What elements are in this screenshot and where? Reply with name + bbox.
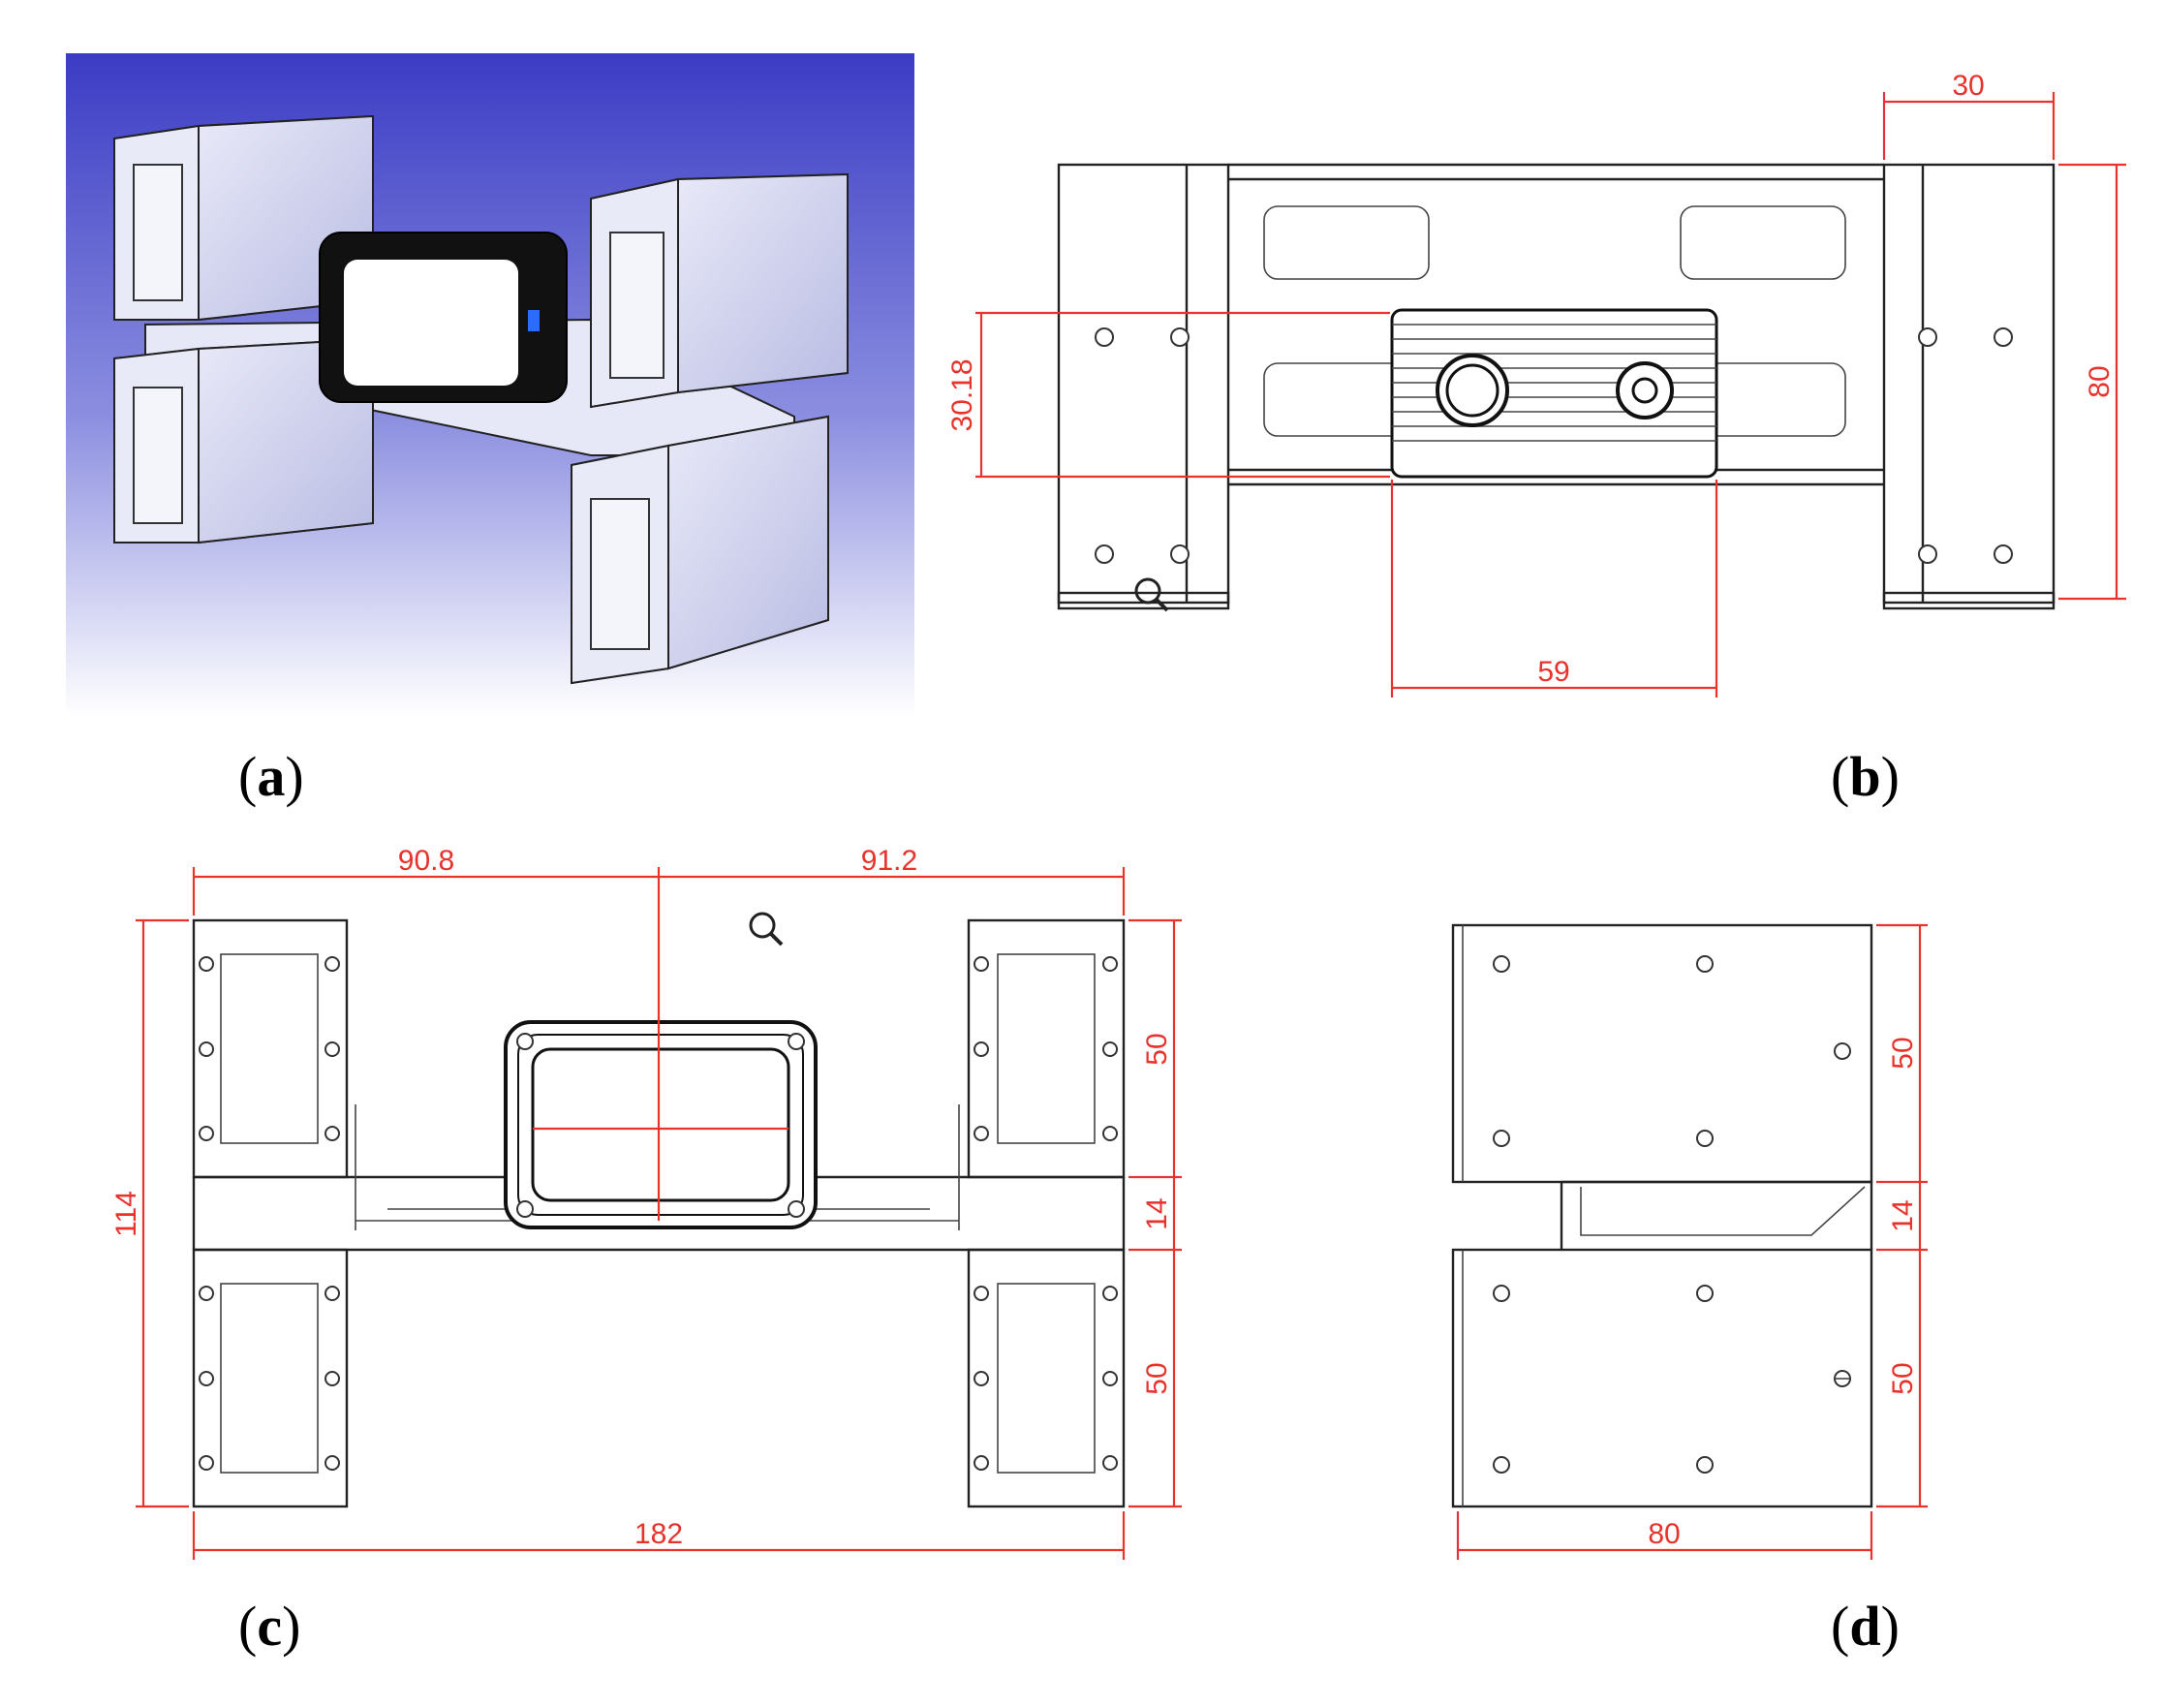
dim-c-182: 182 — [192, 1511, 1126, 1560]
svg-text:80: 80 — [2084, 365, 2116, 397]
dim-d-80: 80 — [1456, 1511, 1873, 1560]
panel-d-drawing: 50 14 50 80 — [1451, 923, 1928, 1560]
dim-c-50-14-50: 50 14 50 — [1128, 918, 1182, 1508]
panel-a-render — [66, 53, 914, 717]
svg-text:50: 50 — [1887, 1037, 1919, 1069]
panel-label-b: (b) — [1831, 745, 1900, 808]
dim-b-80: 80 — [2058, 163, 2126, 601]
dim-b-30: 30 — [1882, 70, 2056, 160]
svg-text:114: 114 — [110, 1191, 142, 1237]
camera-body — [319, 232, 568, 403]
svg-text:14: 14 — [1141, 1197, 1173, 1229]
svg-text:50: 50 — [1141, 1033, 1173, 1065]
dim-c-114: 114 — [110, 918, 189, 1508]
panel-label-d: (d) — [1831, 1595, 1900, 1658]
panel-label-c: (c) — [238, 1595, 301, 1658]
svg-text:59: 59 — [1537, 656, 1569, 688]
dim-d-50-14-50: 50 14 50 — [1876, 923, 1928, 1508]
box-upper-right — [590, 172, 849, 409]
svg-text:90.8: 90.8 — [398, 845, 454, 877]
box-upper-left — [113, 114, 374, 322]
svg-text:30: 30 — [1952, 70, 1984, 102]
block-c-upper-left — [192, 918, 349, 1179]
svg-text:30.18: 30.18 — [946, 358, 978, 431]
dim-c-90-8: 90.8 91.2 — [192, 845, 1126, 1221]
block-c-lower-right — [967, 1248, 1126, 1508]
svg-text:91.2: 91.2 — [861, 845, 917, 877]
svg-text:182: 182 — [634, 1518, 683, 1550]
block-c-lower-left — [192, 1248, 349, 1508]
dim-b-59: 59 — [1390, 480, 1718, 698]
panel-c-drawing: 90.8 91.2 182 114 50 14 50 — [110, 845, 1182, 1560]
dim-b-30-18: 30.18 — [946, 311, 1390, 479]
box-lower-right — [571, 415, 829, 685]
svg-text:14: 14 — [1887, 1199, 1919, 1231]
camera-top-view — [1390, 308, 1718, 479]
svg-text:80: 80 — [1648, 1518, 1680, 1550]
panel-b-drawing: 30 80 30.18 59 — [946, 70, 2126, 698]
magnifier-icon — [749, 912, 784, 947]
svg-text:50: 50 — [1141, 1362, 1173, 1394]
block-c-upper-right — [967, 918, 1126, 1179]
camera-front-view — [504, 1020, 818, 1229]
svg-text:50: 50 — [1887, 1362, 1919, 1394]
panel-label-a: (a) — [238, 745, 304, 808]
magnifier-icon — [1134, 577, 1169, 612]
